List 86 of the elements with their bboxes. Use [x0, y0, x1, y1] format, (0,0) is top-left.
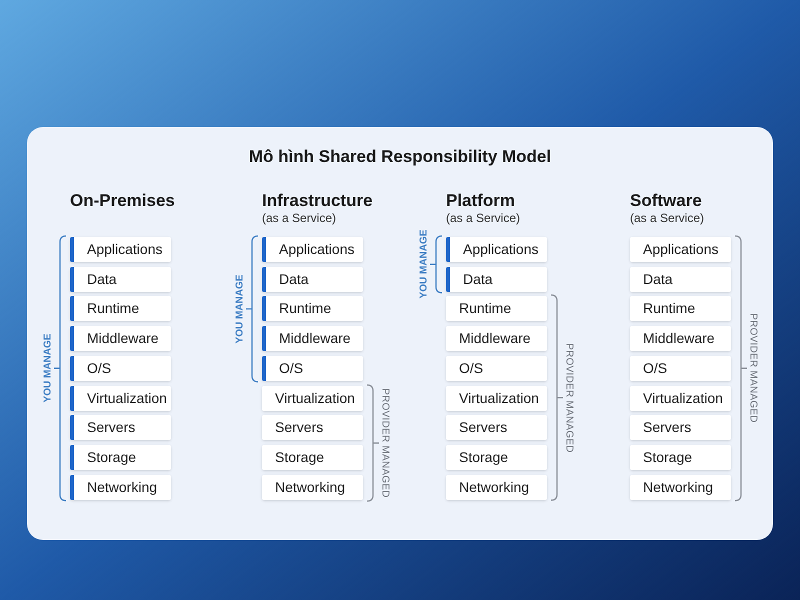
layer-name: Networking [643, 478, 714, 497]
layer-name: Servers [459, 418, 508, 438]
layer-name: Virtualization [87, 388, 167, 408]
column-subheading: (as a Service) [262, 210, 336, 227]
layer-box-managed [70, 386, 171, 410]
layer-name: Data [643, 270, 673, 289]
layer-box-managed [446, 266, 547, 292]
bracket-label: YOU MANAGE [234, 274, 246, 344]
layer-box [630, 237, 731, 262]
layer-box [630, 474, 731, 500]
layer-name: O/S [459, 358, 484, 378]
layer-box-managed [70, 444, 171, 470]
layer-box [446, 415, 547, 440]
layer-name: Runtime [643, 299, 696, 318]
layer-box [446, 474, 547, 500]
layer-box [262, 415, 363, 440]
bracket-label: YOU MANAGE [418, 230, 430, 299]
layer-name: Runtime [279, 299, 332, 318]
layer-box-managed [446, 237, 547, 262]
layer-box-managed [70, 326, 171, 352]
layer-name: Storage [275, 448, 324, 467]
layer-name: Storage [87, 448, 136, 467]
layer-name: Data [279, 270, 309, 289]
layer-name: O/S [87, 358, 112, 378]
layer-box [630, 444, 731, 470]
layer-name: Servers [275, 418, 324, 438]
column-heading: Infrastructure [262, 190, 373, 212]
layer-box [446, 326, 547, 352]
layer-box [630, 356, 731, 381]
layer-box-managed [70, 266, 171, 292]
layer-name: Applications [463, 240, 538, 259]
layer-name: Networking [87, 478, 158, 497]
layer-box [262, 444, 363, 470]
layer-name: Runtime [87, 299, 140, 318]
layer-name: O/S [279, 358, 304, 378]
layer-box [446, 386, 547, 410]
column-heading: Software [630, 190, 702, 212]
layer-name: Middleware [87, 329, 159, 348]
layer-name: Virtualization [643, 388, 723, 408]
layer-box [630, 296, 731, 322]
bracket-label: PROVIDER MANAGED [746, 314, 760, 424]
layer-box-managed [262, 296, 363, 322]
layer-box [262, 386, 363, 410]
bracket-label: PROVIDER MANAGED [562, 343, 576, 453]
layer-name: Virtualization [459, 388, 539, 408]
layer-name: Storage [643, 448, 692, 467]
layer-box [630, 386, 731, 410]
layer-box-managed [70, 296, 171, 322]
layer-box-managed [70, 474, 171, 500]
layer-box-managed [70, 415, 171, 440]
layer-box [630, 415, 731, 440]
layer-name: Storage [459, 448, 508, 467]
layer-box [446, 296, 547, 322]
layer-box-managed [262, 266, 363, 292]
layer-name: Data [463, 270, 493, 289]
layer-name: Middleware [279, 329, 351, 348]
layer-name: Networking [459, 478, 530, 497]
layer-box [630, 326, 731, 352]
layer-name: Applications [279, 240, 354, 259]
layer-name: Servers [643, 418, 692, 438]
layer-name: Virtualization [275, 388, 355, 408]
layer-name: Data [87, 270, 117, 289]
layer-name: O/S [643, 358, 668, 378]
layer-box [446, 356, 547, 381]
layer-box [630, 266, 731, 292]
layer-name: Servers [87, 418, 136, 438]
layer-box-managed [70, 237, 171, 262]
column-heading: Platform [446, 190, 515, 212]
layer-box-managed [262, 326, 363, 352]
bracket-label: YOU MANAGE [42, 334, 54, 403]
column-subheading: (as a Service) [630, 210, 704, 227]
layer-name: Runtime [459, 299, 512, 318]
layer-box [262, 474, 363, 500]
bracket-label: PROVIDER MANAGED [378, 388, 392, 498]
layer-box-managed [70, 356, 171, 381]
column-heading: On-Premises [70, 190, 175, 212]
layer-name: Middleware [459, 329, 531, 348]
layer-box-managed [262, 237, 363, 262]
layer-name: Networking [275, 478, 346, 497]
layer-box-managed [262, 356, 363, 381]
layer-name: Middleware [643, 329, 715, 348]
layer-name: Applications [87, 240, 162, 259]
layer-name: Applications [643, 240, 718, 259]
column-subheading: (as a Service) [446, 210, 520, 227]
layer-box [446, 444, 547, 470]
title: Mô hình Shared Responsibility Model [248, 146, 552, 168]
